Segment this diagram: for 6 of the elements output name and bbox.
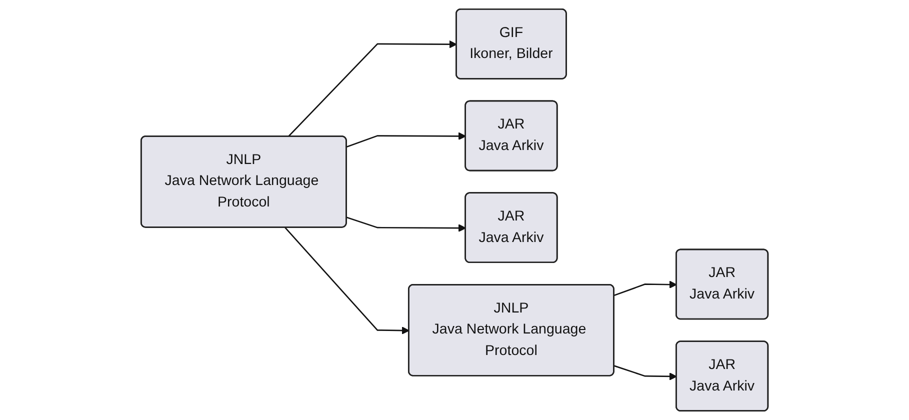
arrow: [614, 280, 677, 296]
arrow: [284, 227, 410, 334]
arrow: [288, 40, 457, 138]
arrow: [346, 216, 466, 232]
arrow: [346, 132, 466, 148]
arrow: [614, 365, 677, 380]
